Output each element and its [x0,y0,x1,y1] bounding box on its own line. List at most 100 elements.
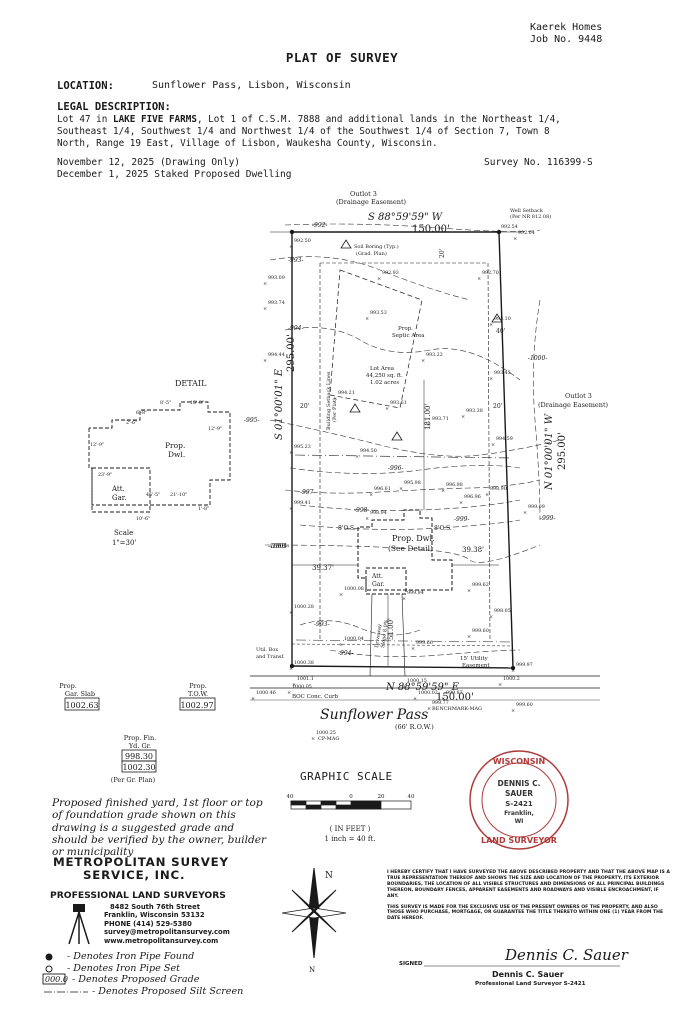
company-name: Kaerek Homes [530,22,603,33]
spot-marker: × [263,306,267,312]
firm-web: www.metropolitansurvey.com [104,936,219,945]
spot-marker: × [411,646,415,652]
east-distance: 295.00' [557,432,568,470]
signer-title: Professional Land Surveyor S-2421 [475,981,586,987]
tow-value: 1002.97 [180,701,213,710]
per-grade-plan: (Per Gr. Plan) [111,776,156,784]
detail-gar2: Gar. [112,494,127,502]
legal-line1-post: , Lot 1 of C.S.M. 7888 and additional la… [196,114,561,125]
spot-elevation: 1000.04 [344,636,364,642]
spot-marker: × [421,358,425,364]
spot-marker: × [339,592,343,598]
well-setback-sub: (Per NR 812.08) [510,213,551,220]
legend-symbols [42,953,88,993]
dim-20-a: 20' [300,403,310,410]
spot-marker: × [333,396,337,402]
date-lines: November 12, 2025 (Drawing Only) Decembe… [57,157,292,180]
spot-marker: × [289,244,293,250]
spot-marker: × [467,588,471,594]
spot-elevation: 999.60 [472,628,489,634]
graphic-scale-bar [290,800,412,810]
spot-elevation: 998.90 [490,486,507,492]
spot-marker: × [459,500,463,506]
spot-marker: × [477,276,481,282]
spot-marker: × [441,696,445,702]
spot-elevation: 993.45 [494,370,511,376]
spot-marker: × [365,516,369,522]
spot-elevation: 994.21 [338,390,355,396]
spot-marker: × [365,316,369,322]
spot-elevation: 999.97 [516,662,533,668]
spot-elevation: 994.59 [496,436,513,442]
contour-lines [264,223,561,657]
spot-marker: × [485,492,489,498]
spot-elevation: 1000.38 [294,660,314,666]
south-bearing: N 88°59'59" E [385,682,460,693]
seal-city: Franklin, [504,810,534,817]
scale-tick-0: 0 [349,794,353,800]
right-of-way: (66' R.O.W.) [395,723,434,731]
street-name: Sunflower Pass [320,707,429,723]
seal-name1: DENNIS C. [497,779,540,788]
spot-elevation: 993.22 [426,352,443,358]
spot-marker: × [441,488,445,494]
north-letter: N [325,871,333,881]
spot-elevation: 993.10 [494,316,511,322]
contour-label: -995- [244,417,260,424]
soil-boring-sub: (Grad. Plan) [356,250,387,257]
spot-elevation: 999.09 [528,504,545,510]
detail-scale-value: 1"=30' [112,539,136,547]
legal-line2: Southeast 1/4, Southwest 1/4 and Northwe… [57,126,550,137]
spot-elevation: 1000.05 [292,684,312,690]
soil-boring-label: Soil Boring (Typ.) [354,243,399,250]
setback-8os-2: 8'O.S. [434,525,452,532]
spot-elevation: 1001.1 [297,676,314,682]
detail-dwl: Prop. [165,441,185,450]
tow-box [179,697,216,711]
firm-email: survey@metropolitansurvey.com [104,928,230,937]
dim-20-c: 20' [439,248,446,258]
spot-marker: × [292,682,296,688]
seal-bottom: LAND SURVEYOR [481,836,557,845]
contour-label: -994- [338,650,354,657]
spot-marker: × [489,376,493,382]
gar-slab-box [64,697,100,711]
dim-39-38: 39.38' [462,546,484,554]
spot-marker: × [355,454,359,460]
spot-elevation: 993.09 [268,275,285,281]
garage-sub: Gar. [372,581,385,588]
spot-elevation: 994.44 [268,352,285,358]
driveway-sub: Slope 8.0% [380,619,390,648]
spot-elevation: 992.50 [294,238,311,244]
spot-elevation: 999.66 [416,640,433,646]
legal-description-label: LEGAL DESCRIPTION: [57,101,171,113]
spot-marker: × [467,634,471,640]
seal-number: S-2421 [505,800,533,808]
drawing-date: November 12, 2025 (Drawing Only) [57,157,241,168]
legend-proposed-grade: - Denotes Proposed Grade [72,974,200,985]
signed-label: SIGNED [399,961,423,967]
scale-unit: ( IN FEET ) [330,825,371,833]
scale-ratio: 1 inch = 40 ft. [325,835,376,843]
page-title: PLAT OF SURVEY [285,50,399,65]
spot-marker: × [369,492,373,498]
spot-marker: × [251,696,255,702]
septic-area [329,269,423,409]
spot-marker: × [402,596,406,602]
building-setback-label: Building Setback Lines [326,371,332,430]
spot-elevation: 993.61 [390,400,407,406]
detail-dimension: 2'-6" [126,420,137,426]
lot-area-sqft: 44,250 sq. ft. [366,373,403,379]
seal-name2: SAUER [505,789,533,798]
gar-slab-label2: Gar. Slab [65,690,95,698]
yd-box-2 [121,760,157,773]
spot-marker: × [311,736,315,742]
dimension-lines [292,380,499,666]
utility-easement-sub: Easement [462,663,490,669]
tow-label2: T.O.W. [188,690,208,698]
dwelling-label: Prop. Dwl. [392,534,435,543]
signature: Dennis C. Sauer [504,946,629,964]
firm-city: Franklin, Wisconsin 53132 [104,911,205,920]
west-distance: 295.00' [286,334,297,372]
certification-p1: I hereby certify that I have surveyed th… [387,870,670,899]
